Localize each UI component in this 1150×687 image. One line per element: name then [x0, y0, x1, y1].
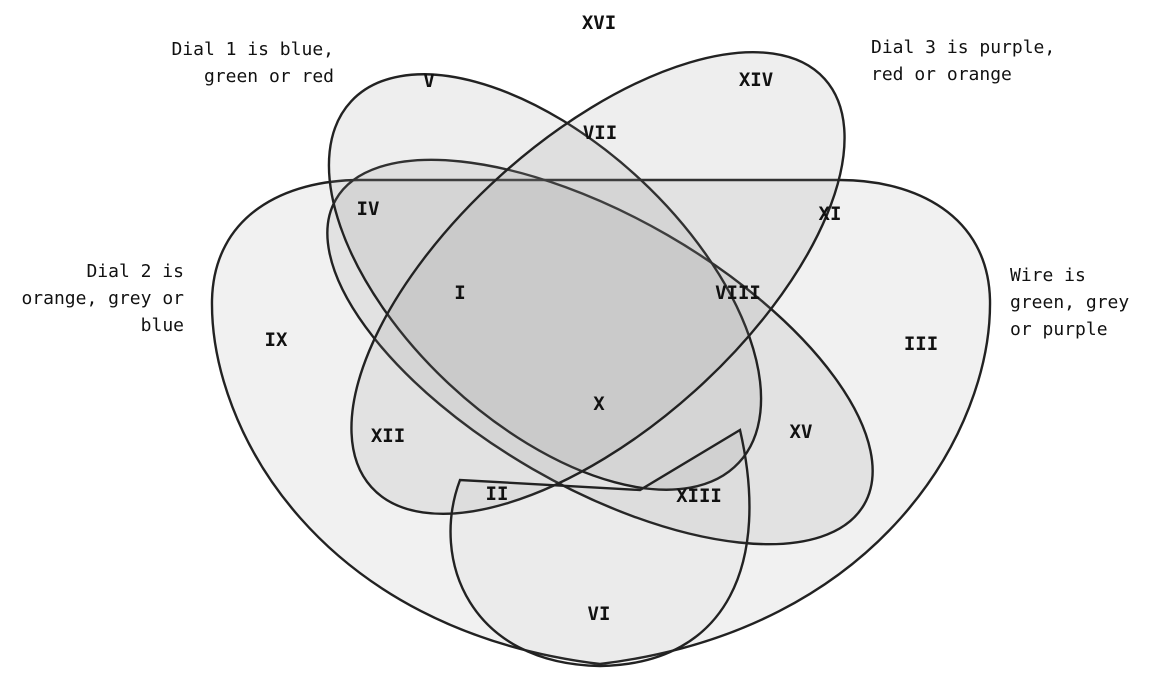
set-label-dial3: Dial 3 is purple, red or orange — [871, 37, 1056, 85]
set-label-wire: Wire is green, grey or purple — [1010, 265, 1130, 340]
region-label-VIII: VIII — [715, 282, 761, 304]
region-label-XVI: XVI — [582, 12, 616, 34]
set-dial3-region — [350, 51, 846, 515]
region-label-IX: IX — [265, 329, 288, 351]
region-label-III: III — [904, 333, 938, 355]
set-dial1-region — [327, 73, 763, 491]
region-label-X: X — [593, 393, 605, 415]
region-label-II: II — [486, 483, 509, 505]
region-label-I: I — [454, 282, 465, 304]
region-label-XIII: XIII — [676, 485, 722, 507]
set-label-dial2: Dial 2 is orange, grey or blue — [21, 261, 184, 336]
region-label-IV: IV — [357, 198, 380, 220]
region-labels: XVI V XIV VII IV XI I VIII IX III X XII … — [265, 12, 939, 625]
set-dial2-region — [326, 158, 874, 546]
region-label-VII: VII — [583, 122, 617, 144]
set-dial3-lower-lobe — [449, 428, 751, 668]
set-label-dial1: Dial 1 is blue, green or red — [171, 39, 334, 87]
region-label-V: V — [423, 70, 434, 92]
region-label-XI: XI — [819, 203, 842, 225]
region-label-VI: VI — [588, 603, 611, 625]
region-label-XV: XV — [790, 421, 813, 443]
region-label-XII: XII — [371, 425, 405, 447]
region-label-XIV: XIV — [739, 69, 773, 91]
